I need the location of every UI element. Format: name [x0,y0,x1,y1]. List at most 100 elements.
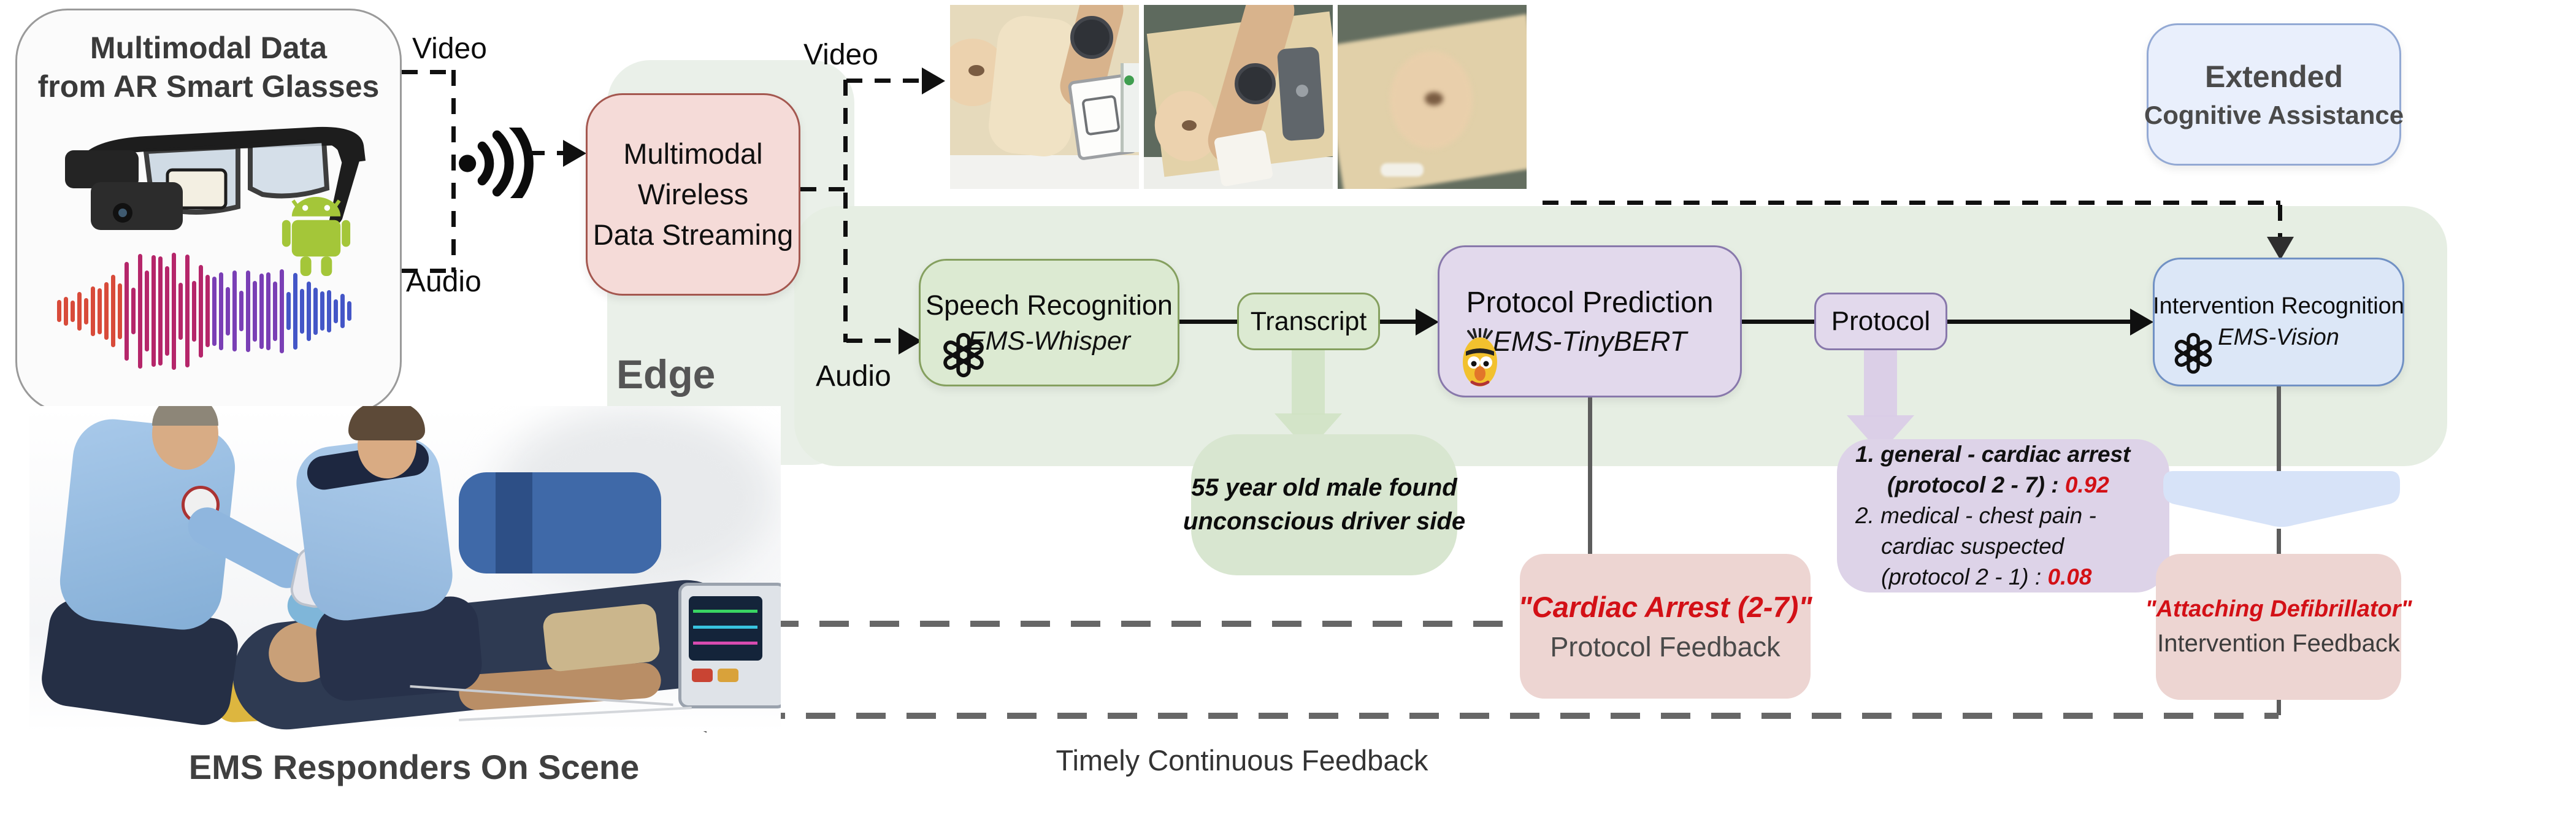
protocol-model: EMS-TinyBERT [1492,325,1687,357]
khaki-strap [542,602,661,673]
speech-recognition-box: Speech Recognition EMS-Whisper [919,259,1179,386]
protocol-box: Protocol [1814,293,1947,350]
bubble-line1: 55 year old male found [1191,474,1457,501]
waveform-bar [286,292,291,330]
waveform-bar [64,296,68,326]
protocol-down-arrow [1864,350,1897,416]
stream-in-line [529,151,564,155]
responder1-hair [152,406,218,426]
openai-logo-icon [943,332,984,378]
edge-label: Edge [616,351,716,397]
pp-feedback-line [1588,397,1592,554]
stream-join-line [451,70,456,272]
transcript-label: Transcript [1250,306,1367,336]
video-in-line [846,79,923,83]
video-feed-arrowhead [2267,237,2294,260]
protocol-feedback-box: "Cardiac Arrest (2-7)" Protocol Feedback [1518,554,1812,699]
speech-transcript-line [1179,320,1237,324]
waveform-bar [172,252,176,370]
waveform-bar [138,253,142,369]
waveform-bar [151,255,156,367]
intervention-funnel [2163,471,2400,527]
video-frame-1 [950,5,1139,189]
waveform-bar [91,286,95,336]
extended-cognitive-assistance-box: Extended Cognitive Assistance [2144,23,2404,166]
video-frame-3 [1338,5,1527,189]
table-surface [950,155,1139,189]
audio-out-line [402,269,456,273]
waveform-bar [131,288,136,334]
timely-feedback-label: Timely Continuous Feedback [1056,744,1428,777]
video-out-line [402,70,456,74]
intervention-drop-1 [2277,386,2281,472]
waveform-bar [313,287,318,335]
waveform-bar [246,270,250,352]
protocol-label: Protocol [1831,306,1931,336]
video-in-arrowhead [922,67,945,94]
audio-in-line [846,339,900,343]
smart-watch [1235,63,1276,104]
transcript-protocol-arrowhead [1416,309,1439,336]
waveform-bar [253,280,257,342]
blue-duffel-bag [459,472,661,573]
protocol-results-box: 1. general - cardiac arrest (protocol 2 … [1837,439,2169,593]
waveform-bar [145,270,149,351]
video-in-label: Video [803,39,878,71]
waveform-bar [266,272,270,350]
waveform-bar [293,272,297,350]
waveform-bar [71,300,75,322]
transcript-bubble: 55 year old male found unconscious drive… [1183,434,1465,575]
intervention-recognition-box: Intervention Recognition EMS-Vision [2153,258,2404,386]
intervention-feedback-label: Intervention Feedback [2157,630,2400,657]
waveform-bar [84,297,88,324]
waveform-bar [327,290,331,332]
protocol-intervention-arrowhead [2130,309,2153,336]
waveform-bar [165,266,169,356]
glasses-box: Multimodal Data from AR Smart Glasses [15,9,402,413]
score-2: 0.08 [2047,564,2092,589]
video-out-label: Video [412,33,487,65]
waveform-bar [199,264,203,358]
waveform-bar [98,288,102,334]
ecg-wire [459,707,692,721]
android-icon [282,196,351,277]
protocol-title: Protocol Prediction [1466,286,1714,319]
stream-out-line [800,187,846,191]
intervention-drop-2 [2277,529,2281,554]
responder2-hair [348,406,425,440]
waveform-bar [185,255,190,367]
audio-in-label: Audio [816,360,891,393]
waveform-bar [300,288,304,334]
waveform-bar [347,301,351,321]
audio-waveform-icon [57,247,364,375]
va-split-line [843,80,848,342]
waveform-bar [226,286,230,336]
openai-logo-icon [2174,332,2212,374]
stream-in-arrowhead [563,140,586,167]
waveform-bar [219,272,223,350]
streaming-box: Multimodal Wireless Data Streaming [586,93,800,296]
waveform-bar [205,275,210,347]
waveform-bar [118,283,122,339]
transcript-down-arrow [1292,350,1325,415]
waveform-bar [307,281,311,341]
waveform-bar [77,291,82,331]
video-feed-drop [2278,205,2282,239]
video-feed-line [1543,201,2280,205]
waveform-bar [57,300,61,322]
transcript-protocol-line [1380,320,1417,324]
ar-smart-glasses-icon [65,126,366,230]
waveform-bar [158,256,163,366]
protocol-feedback-arrow-line [669,621,1520,627]
transcript-box: Transcript [1237,293,1380,350]
aed-pad [1213,129,1274,187]
waveform-bar [320,291,324,331]
intervention-feedback-box: "Attaching Defibrillator" Intervention F… [2145,554,2412,700]
intervention-feedback-arrow-line [705,713,2279,719]
intervention-model: EMS-Vision [2218,324,2339,350]
intervention-drop-3 [2277,700,2281,715]
waveform-bar [192,280,196,342]
result-2: 2. medical - chest pain - cardiac suspec… [1855,503,2096,589]
waveform-bar [280,269,284,353]
